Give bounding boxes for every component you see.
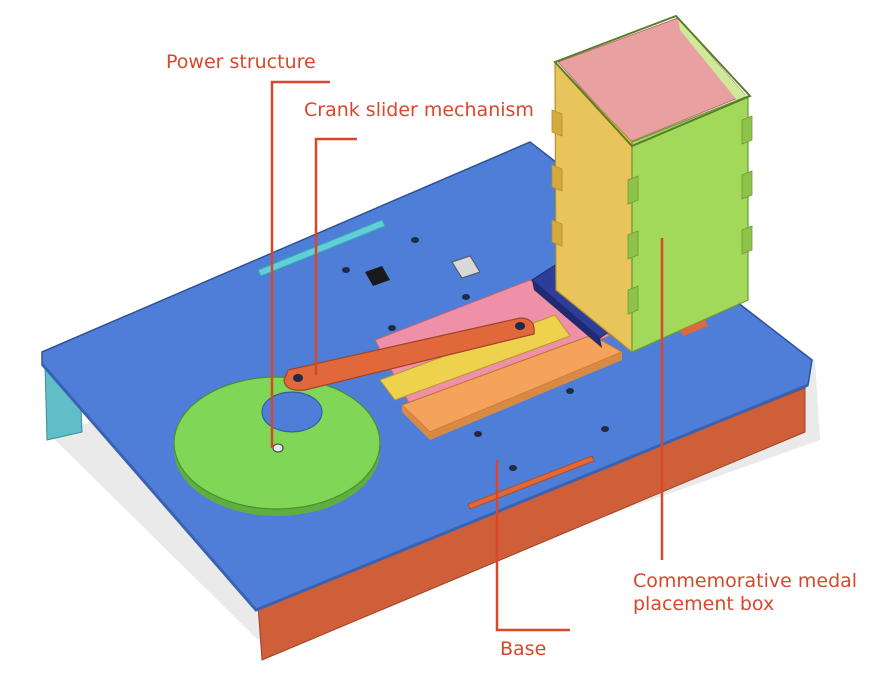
crank-link xyxy=(283,317,535,391)
cyan-slot xyxy=(257,219,386,277)
navy-block-front xyxy=(532,280,602,348)
medal-box-label-line2: placement box xyxy=(633,592,775,615)
disc-center-hole xyxy=(261,391,323,433)
crank-pin-right xyxy=(515,322,525,330)
crank-slider-leader xyxy=(314,137,357,375)
box-finger-joints xyxy=(627,115,753,315)
orange-slot xyxy=(467,455,595,510)
power-structure-label: Power structure xyxy=(166,51,316,73)
square-hole xyxy=(365,266,390,286)
rect-hole xyxy=(451,255,481,279)
box-side-joints xyxy=(551,109,563,247)
power-disc xyxy=(173,376,381,510)
orange-slider-edge xyxy=(402,352,622,440)
medal-box-label: Commemorative medal placement box xyxy=(633,570,857,616)
base-label: Base xyxy=(500,638,547,660)
box-inner-right xyxy=(678,18,745,110)
medal-box-label-line1: Commemorative medal xyxy=(633,570,858,592)
base-leader xyxy=(495,460,570,632)
power-structure-leader xyxy=(270,80,330,448)
crank-slider-label: Crank slider mechanism xyxy=(304,99,534,121)
box-tab xyxy=(680,320,708,336)
callout-lines xyxy=(270,80,664,632)
crank-pin-left xyxy=(293,374,303,382)
box-rim xyxy=(553,14,752,148)
base-plate-edge xyxy=(40,363,809,612)
disc-pin xyxy=(272,443,284,453)
